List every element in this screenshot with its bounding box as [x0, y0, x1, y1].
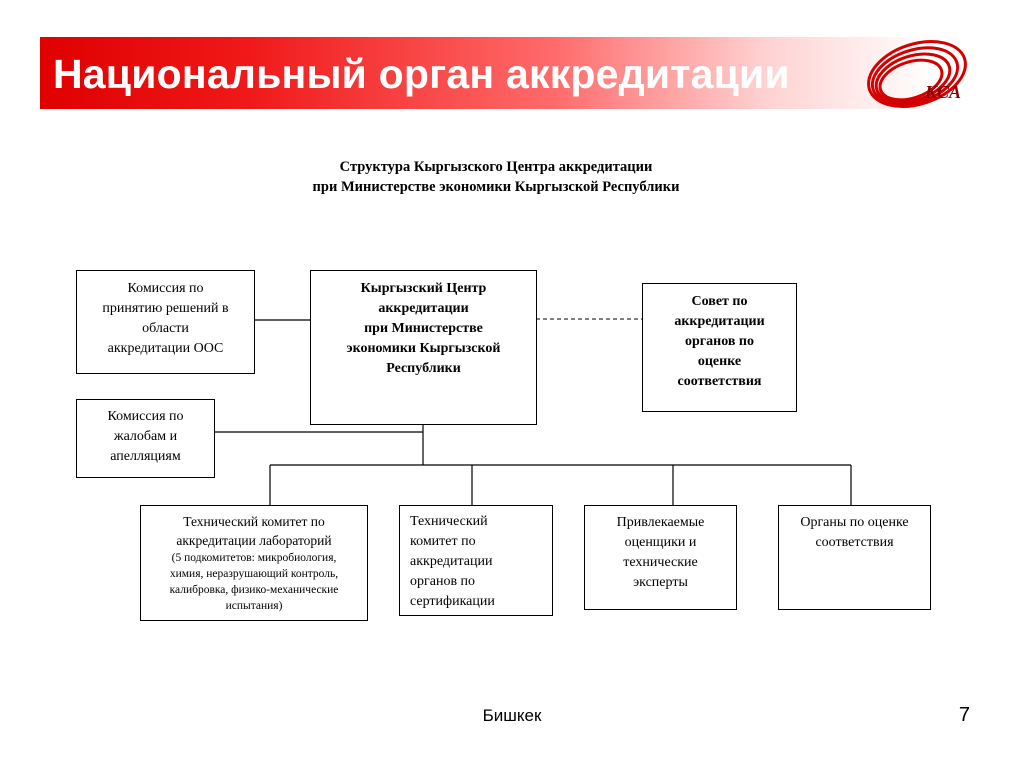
center-box-kca: Кыргызский Центр аккредитации при Минист… — [310, 270, 537, 425]
center-box-line: при Министерстве — [364, 321, 483, 336]
assessors-experts-box: Привлекаемые оценщики и технические эксп… — [584, 505, 737, 610]
lab-committee-note-line: испытания) — [225, 600, 283, 612]
council-line: органов по — [685, 334, 754, 349]
decisions-commission-line: принятию решений в — [102, 301, 229, 316]
kca-logo: KCA — [867, 40, 967, 108]
lab-committee-note-line: калибровка, физико-механические — [169, 584, 339, 596]
diagram-title: Структура Кыргызского Центра аккредитаци… — [200, 157, 792, 197]
appeals-commission-line: апелляциям — [110, 449, 181, 464]
slide-title: Национальный орган аккредитации — [53, 51, 790, 97]
diagram-title-line-1: Структура Кыргызского Центра аккредитаци… — [339, 159, 653, 175]
conformity-bodies-box: Органы по оценке соответствия — [778, 505, 931, 610]
logo-orbit-3 — [874, 52, 952, 104]
appeals-commission-line: Комиссия по — [107, 409, 184, 424]
title-banner — [40, 37, 972, 109]
council-line: оценке — [697, 354, 742, 369]
footer-city: Бишкек — [482, 706, 542, 725]
council-line: Совет по — [691, 294, 748, 309]
lab-committee-note-line: (5 подкомитетов: микробиология, — [171, 552, 337, 564]
decisions-commission-line: Комиссия по — [127, 281, 204, 296]
lab-committee-line: Технический комитет по — [183, 514, 325, 529]
assessors-line: эксперты — [633, 575, 688, 590]
certification-committee-line: органов по — [410, 574, 476, 589]
center-box-line: аккредитации — [378, 301, 469, 316]
logo-orbit-1 — [867, 40, 967, 108]
appeals-commission-box: Комиссия по жалобам и апелляциям — [76, 399, 215, 478]
certification-committee-line: комитет по — [410, 534, 476, 549]
lab-committee-line: аккредитации лабораторий — [176, 533, 332, 548]
logo-text: KCA — [924, 82, 961, 102]
council-line: аккредитации — [674, 314, 765, 329]
lab-technical-committee-box: Технический комитет по аккредитации лабо… — [140, 505, 368, 621]
lab-committee-note-line: химия, неразрушающий контроль, — [169, 568, 339, 580]
certification-technical-committee-box: Технический комитет по аккредитации орга… — [399, 505, 553, 616]
page-number: 7 — [958, 704, 970, 726]
logo-orbit-2 — [870, 46, 960, 106]
certification-committee-line: сертификации — [410, 594, 495, 609]
assessors-line: Привлекаемые — [616, 515, 705, 530]
diagram-title-line-2: при Министерстве экономики Кыргызской Ре… — [312, 179, 680, 195]
certification-committee-line: аккредитации — [410, 554, 493, 569]
appeals-commission-line: жалобам и — [113, 429, 178, 444]
accreditation-council-box: Совет по аккредитации органов по оценке … — [642, 283, 797, 412]
council-line: соответствия — [677, 374, 762, 389]
assessors-line: оценщики и — [624, 535, 697, 550]
decisions-commission-box: Комиссия по принятию решений в области а… — [76, 270, 255, 374]
assessors-line: технические — [623, 555, 698, 570]
logo-orbit-4 — [878, 58, 944, 102]
decisions-commission-line: области — [142, 321, 189, 336]
center-box-line: Республики — [386, 361, 461, 376]
conformity-bodies-line: Органы по оценке — [800, 515, 909, 530]
certification-committee-line: Технический — [410, 514, 488, 529]
center-box-line: экономики Кыргызской — [346, 341, 501, 356]
conformity-bodies-line: соответствия — [815, 535, 894, 550]
center-box-line: Кыргызский Центр — [360, 281, 487, 296]
decisions-commission-line: аккредитации ООС — [107, 341, 224, 356]
